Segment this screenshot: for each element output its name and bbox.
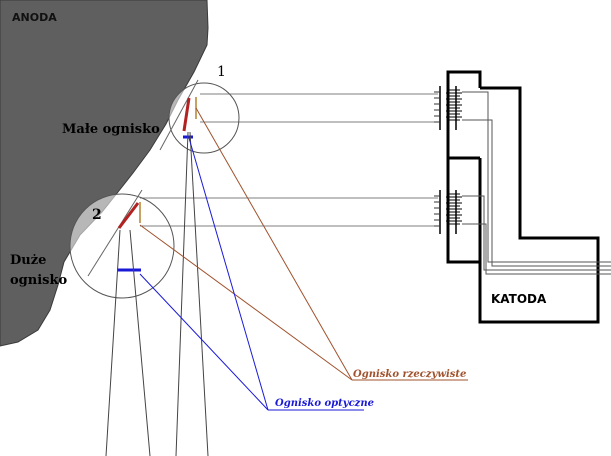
anode-label: ANODA [12, 11, 57, 24]
large-focus-label-line2: ognisko [10, 273, 67, 288]
small-focus-label: Małe ognisko [62, 122, 160, 137]
anode-edge-small [159, 79, 199, 151]
magnifier-circle-large [69, 193, 175, 299]
optical-focus-label: Ognisko optyczne [275, 398, 374, 409]
cathode-label: KATODA [491, 292, 547, 306]
filament-coil-large [446, 193, 462, 225]
electron-beam-small [200, 93, 438, 123]
electron-beam-large [140, 197, 438, 227]
real-focus-leaders [139, 107, 468, 381]
large-focus-label-line1: Duże [10, 253, 46, 268]
optical-focus-leaders [139, 137, 364, 411]
anode-body [0, 0, 209, 347]
focal-track-small [182, 97, 191, 132]
marker-1-label: 1 [217, 64, 226, 80]
emission-dashes-small [434, 91, 440, 123]
cathode-assembly [446, 70, 600, 324]
marker-2-label: 2 [92, 207, 102, 223]
x-ray-beam-small [175, 131, 209, 456]
filament-leads [462, 91, 611, 275]
focal-track-large [117, 202, 140, 229]
magnifier-circle-small [168, 82, 240, 154]
anode-edge-large [87, 189, 143, 277]
filament-coil-small [446, 89, 462, 121]
real-focus-label: Ognisko rzeczywiste [353, 369, 466, 380]
x-ray-beam-large [105, 229, 151, 456]
emission-dashes-large [434, 195, 440, 227]
